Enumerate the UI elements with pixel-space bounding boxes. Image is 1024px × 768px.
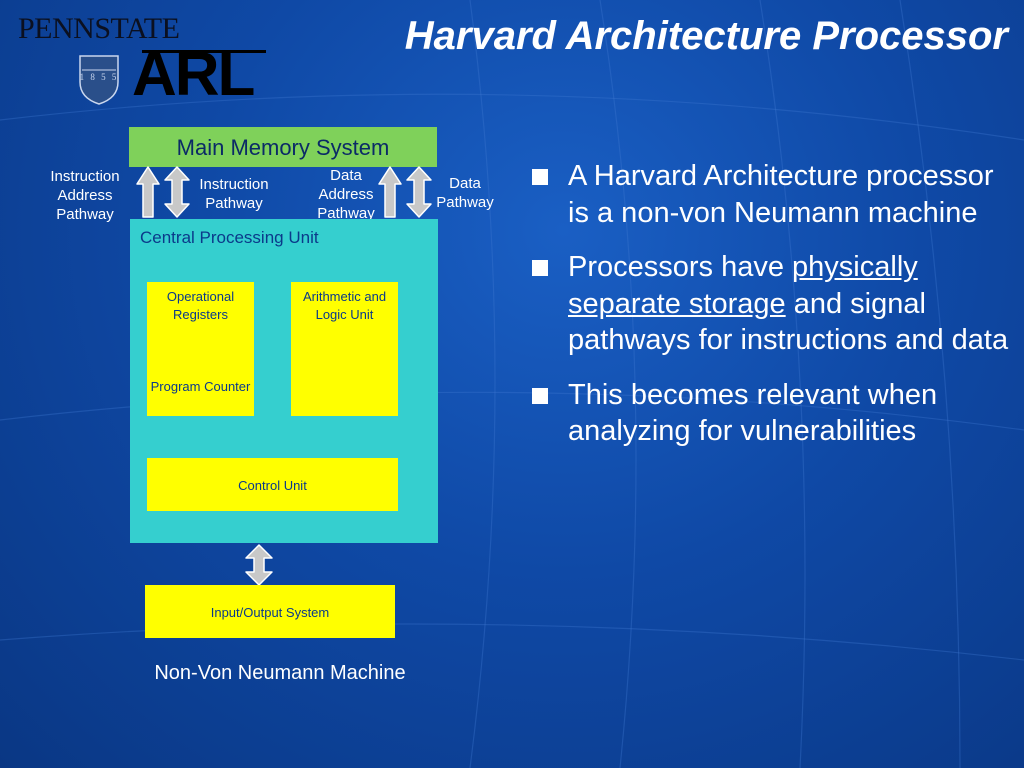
data-address-pathway-label: Data Address Pathway bbox=[306, 167, 386, 223]
square-bullet-icon bbox=[532, 260, 548, 277]
logo-rule bbox=[142, 50, 266, 53]
instruction-address-arrow bbox=[136, 166, 160, 218]
bullet-text-underlined: physically separate storage bbox=[568, 251, 918, 320]
pennstate-wordmark: PENNSTATE bbox=[18, 12, 180, 46]
instruction-address-pathway-label: Instruction Address Pathway bbox=[36, 168, 134, 224]
bullet-list: A Harvard Architecture processor is a no… bbox=[532, 158, 1018, 468]
arl-wordmark: ARL bbox=[132, 40, 255, 109]
alu-box: Arithmetic and Logic Unit bbox=[291, 282, 398, 416]
label-line: Pathway bbox=[317, 204, 375, 222]
io-system-box: Input/Output System bbox=[145, 585, 395, 638]
shield-year: 1 8 5 5 bbox=[79, 72, 119, 82]
label-line: Instruction bbox=[50, 168, 120, 185]
label-line: Instruction bbox=[199, 176, 269, 193]
cpu-box: Central Processing Unit Operational Regi… bbox=[130, 219, 438, 543]
bullet-text: Processors have bbox=[568, 251, 793, 284]
alu-label: Arithmetic and Logic Unit bbox=[302, 289, 387, 322]
label-line: Pathway bbox=[436, 193, 494, 211]
label-line: Data bbox=[449, 175, 481, 192]
bullet-text: and signal pathways for instructions and… bbox=[568, 287, 1009, 357]
cpu-label: Central Processing Unit bbox=[140, 228, 319, 247]
instruction-pathway-label: Instruction Pathway bbox=[186, 176, 282, 214]
label-line: Pathway bbox=[205, 194, 263, 212]
bullet-text: A Harvard Architecture processor is a no… bbox=[568, 160, 994, 229]
operational-registers-label: Operational Registers bbox=[166, 289, 235, 322]
diagram-caption: Non-Von Neumann Machine bbox=[154, 662, 406, 684]
label-line: Data bbox=[330, 167, 362, 184]
slide-title: Harvard Architecture Processor bbox=[404, 14, 1008, 58]
shield-icon bbox=[79, 55, 119, 105]
square-bullet-icon bbox=[532, 169, 548, 185]
label-line: Pathway bbox=[56, 205, 114, 223]
square-bullet-icon bbox=[532, 387, 548, 404]
control-unit-box: Control Unit bbox=[147, 458, 398, 511]
operational-registers-box: Operational Registers Program Counter bbox=[147, 282, 254, 416]
program-counter-label: Program Counter bbox=[150, 379, 251, 394]
io-double-arrow bbox=[245, 544, 273, 586]
bullet-item: A Harvard Architecture processor is a no… bbox=[532, 158, 1018, 231]
logo-word-penn: PENN bbox=[18, 12, 95, 45]
pennstate-arl-logo: PENNSTATE 1 8 5 5 ARL bbox=[14, 10, 274, 106]
bullet-text: This becomes relevant when analyzing for… bbox=[568, 378, 938, 448]
label-line: Address bbox=[57, 186, 113, 204]
bullet-item: This becomes relevant when analyzing for… bbox=[532, 377, 1018, 450]
main-memory-box: Main Memory System bbox=[129, 127, 437, 167]
label-line: Address bbox=[318, 185, 374, 203]
data-pathway-label: Data Pathway bbox=[426, 175, 504, 213]
bullet-item: Processors have physically separate stor… bbox=[532, 249, 1018, 359]
logo-word-state: STATE bbox=[94, 12, 180, 45]
